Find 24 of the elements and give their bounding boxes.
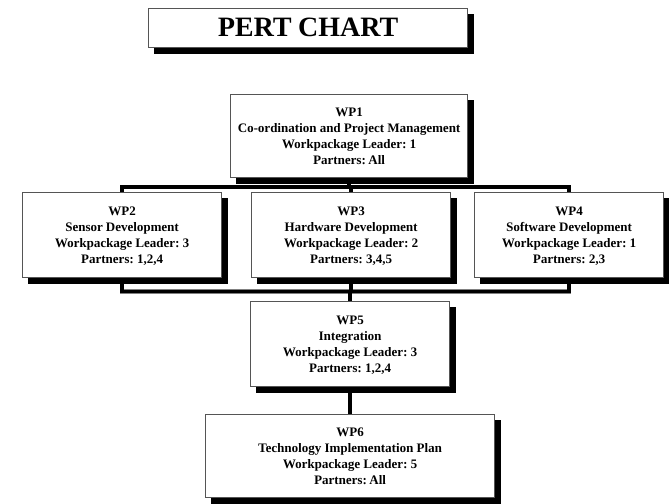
- workpackage-text: Partners: 1,2,4: [81, 251, 163, 267]
- workpackage-text: Workpackage Leader: 5: [282, 456, 418, 472]
- workpackage-id: WP5: [336, 312, 364, 328]
- workpackage-text: Workpackage Leader: 3: [282, 344, 418, 360]
- workpackage-id: WP2: [108, 203, 136, 219]
- workpackage-text: Technology Implementation Plan: [258, 440, 442, 456]
- workpackage-text: Hardware Development: [284, 219, 418, 235]
- workpackage-text: Software Development: [506, 219, 632, 235]
- workpackage-text: Integration: [318, 328, 382, 344]
- workpackage-text: Partners: All: [313, 152, 385, 168]
- workpackage-text: Partners: All: [314, 472, 386, 488]
- workpackage-text: Workpackage Leader: 1: [502, 235, 636, 251]
- workpackage-text: Workpackage Leader: 1: [282, 136, 416, 152]
- workpackage-text: Sensor Development: [65, 219, 179, 235]
- workpackage-id: WP6: [336, 424, 364, 440]
- workpackage-text: Co-ordination and Project Management: [238, 120, 460, 136]
- workpackage-id: WP1: [335, 104, 363, 120]
- workpackage-text: Partners: 2,3: [532, 251, 606, 267]
- workpackage-id: WP4: [555, 203, 583, 219]
- workpackage-text: Workpackage Leader: 2: [284, 235, 418, 251]
- workpackage-text: Partners: 1,2,4: [309, 360, 391, 376]
- workpackage-text: Partners: 3,4,5: [310, 251, 392, 267]
- workpackage-id: WP3: [337, 203, 365, 219]
- workpackage-text: Workpackage Leader: 3: [54, 235, 190, 251]
